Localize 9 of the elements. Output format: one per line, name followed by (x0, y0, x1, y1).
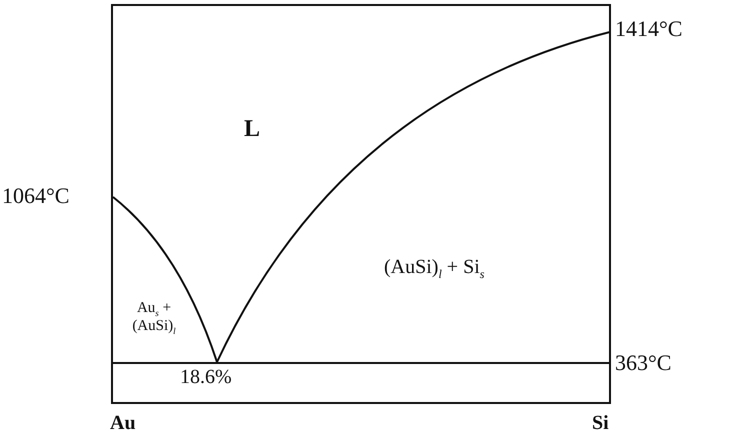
element-label: Au (110, 412, 136, 435)
phase-label: L (244, 116, 260, 144)
phase-label: (AuSi)$_{l}$ + Si$_{s}$ (384, 256, 484, 282)
temperature-label: 363°C (615, 350, 672, 376)
element-label: Si (592, 412, 609, 435)
temperature-label: 1064°C (2, 183, 70, 208)
phase-label: Au$_{s}$ + (AuSi)$_{l}$ (131, 300, 177, 337)
temperature-label: 1414°C (615, 16, 682, 42)
composition-label: 18.6% (180, 366, 232, 389)
